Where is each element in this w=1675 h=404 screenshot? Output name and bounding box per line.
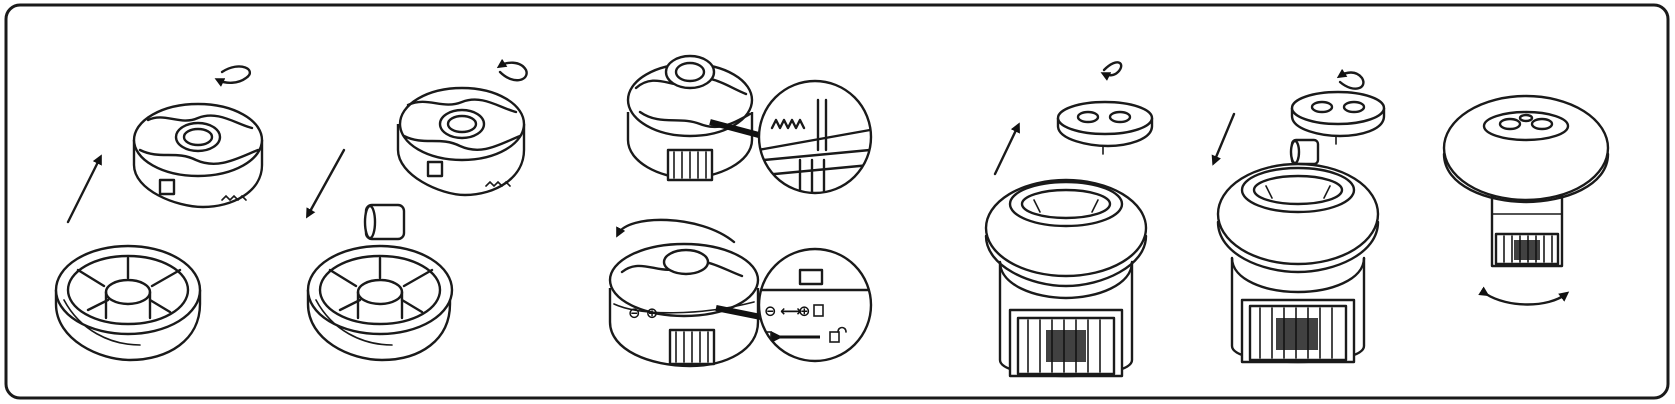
step3-unit-top [626, 54, 771, 182]
left-right-arrow-symbol: ⟷ [780, 302, 802, 320]
step3-rotate-arrow-icon [616, 218, 736, 244]
plus-symbol: ⊕ [798, 302, 811, 320]
step1-lid [132, 102, 264, 209]
outer-frame [4, 3, 1670, 400]
step5-lower-arrow-icon [1211, 112, 1236, 166]
step3-zoom-circle-bottom: ⊖ ⟷ ⊕ [757, 247, 873, 363]
step2-lid [396, 86, 526, 197]
step2-panel [306, 58, 528, 362]
step5-panel [1211, 68, 1386, 364]
step5-cap [1290, 90, 1386, 145]
step1-rotate-arrow-icon [214, 65, 252, 87]
step6-twist-arrow-icon [1478, 286, 1570, 306]
step2-base [306, 244, 454, 362]
step5-rotate-arrow-icon [1336, 68, 1365, 90]
step1-base [54, 244, 202, 362]
step4-lift-arrow-icon [993, 122, 1020, 176]
step5-tablet-icon [1289, 138, 1320, 166]
step2-rotate-arrow-icon [496, 58, 528, 82]
unlocked-icon [829, 331, 840, 343]
step3-lock-symbols-small: ⊖ ⊕ [628, 304, 658, 322]
step4-rotate-arrow-icon [1100, 61, 1123, 81]
step3-unit-bottom: ⊖ ⊕ [608, 242, 767, 368]
step6-assembled-float [1442, 94, 1610, 268]
step4-cap [1056, 100, 1154, 155]
step4-float [984, 178, 1148, 378]
step6-panel [1442, 94, 1610, 306]
step2-lower-arrow-icon [306, 148, 346, 219]
step3-panel: ⊖ ⊕ ⊖ ⟷ ⊕ [608, 54, 873, 368]
step1-lift-arrow-icon [66, 154, 102, 224]
step3-zoom-circle-top [757, 79, 873, 195]
step1-panel [54, 65, 264, 362]
step5-float [1216, 162, 1380, 364]
step4-panel [984, 61, 1154, 378]
minus-symbol: ⊖ [764, 302, 777, 320]
step2-tablet-icon [363, 203, 406, 241]
